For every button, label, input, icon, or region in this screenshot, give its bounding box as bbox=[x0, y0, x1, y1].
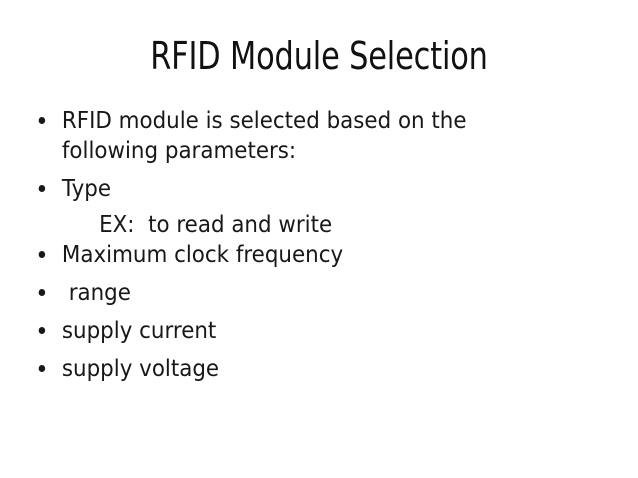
sub-text-line: EX: to read and write bbox=[99, 212, 333, 238]
bullet-item-label: supply voltage bbox=[61, 356, 220, 382]
bullet-dot-icon bbox=[38, 289, 46, 296]
slide-body: RFID module is selected based on the fol… bbox=[34, 106, 614, 384]
bullet-dot-icon bbox=[38, 185, 46, 192]
bullet-item-label: supply current bbox=[61, 318, 217, 344]
bullet-item-label: RFID module is selected based on the fol… bbox=[61, 108, 474, 164]
slide-title: RFID Module Selection bbox=[150, 34, 488, 78]
bullet-dot-icon bbox=[38, 251, 46, 258]
bullet-list-item: supply voltage bbox=[34, 354, 573, 384]
bullet-list-item: Maximum clock frequency bbox=[34, 240, 573, 270]
bullet-dot-icon bbox=[38, 327, 46, 334]
bullet-list-item: Type bbox=[34, 174, 573, 204]
bullet-item-label: Maximum clock frequency bbox=[61, 242, 344, 268]
bullet-list-item: RFID module is selected based on the fol… bbox=[34, 106, 573, 166]
bullet-list-item: supply current bbox=[34, 316, 573, 346]
bullet-list-item: range bbox=[34, 278, 573, 308]
bullet-dot-icon bbox=[38, 365, 46, 372]
bullet-dot-icon bbox=[38, 117, 46, 124]
bullet-item-label: range bbox=[61, 280, 131, 306]
bullet-item-label: Type bbox=[61, 176, 112, 202]
